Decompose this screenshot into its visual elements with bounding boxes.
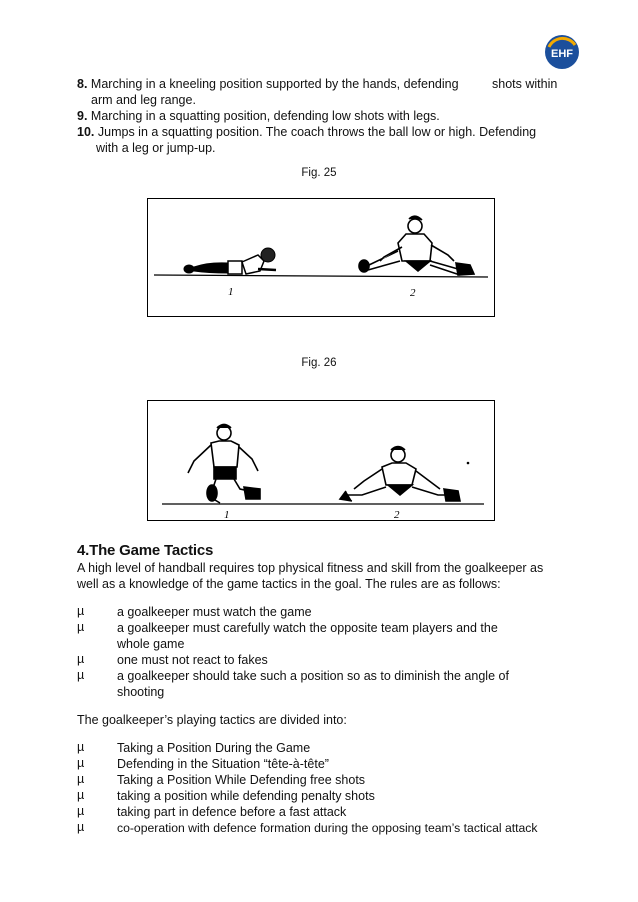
figure-caption: Fig. 25 bbox=[301, 167, 337, 179]
bullet-icon: µ bbox=[77, 652, 85, 666]
figure-26: 1 2 bbox=[147, 400, 495, 521]
bullet-icon: µ bbox=[77, 820, 85, 834]
figure-25-illustration: 1 2 bbox=[153, 215, 489, 299]
exercise-text: Marching in a squatting position, defend… bbox=[90, 109, 440, 123]
list-item: µ a goalkeeper should take such a positi… bbox=[77, 668, 509, 699]
exercise-number: 9. bbox=[77, 109, 88, 123]
exercise-8: 8. Marching in a kneeling position suppo… bbox=[77, 76, 577, 92]
section-intro-line2: well as a knowledge of the game tactics … bbox=[77, 577, 501, 591]
bullet-icon: µ bbox=[77, 772, 85, 786]
list-item: µ a goalkeeper must carefully watch the … bbox=[77, 620, 498, 651]
figure-caption: Fig. 26 bbox=[301, 357, 337, 369]
bullet-icon: µ bbox=[77, 740, 85, 754]
exercise-text: Jumps in a squatting position. The coach… bbox=[97, 125, 537, 139]
figure-kneeling-athlete bbox=[187, 423, 261, 504]
figure-26-illustration: 1 2 bbox=[162, 423, 484, 521]
bullet-icon: µ bbox=[77, 620, 85, 634]
exercise-10: 10. Jumps in a squatting position. The c… bbox=[77, 124, 617, 140]
exercise-number: 10. bbox=[77, 125, 95, 139]
figure-label: 1 bbox=[228, 286, 234, 298]
exercise-10-cont: with a leg or jump-up. bbox=[96, 141, 216, 155]
section-title: 4.The Game Tactics bbox=[77, 542, 214, 559]
exercise-text: Marching in a kneeling position supporte… bbox=[90, 77, 459, 91]
figure-crawling-athlete bbox=[183, 247, 277, 275]
figure-label: 1 bbox=[224, 509, 230, 520]
bullet-icon: µ bbox=[77, 604, 85, 618]
figure-squatting-athlete bbox=[338, 445, 461, 502]
ehf-logo: EHF bbox=[543, 33, 581, 71]
bullet-icon: µ bbox=[77, 804, 85, 818]
bullet-icon: µ bbox=[77, 756, 85, 770]
figure-label: 2 bbox=[394, 509, 400, 520]
figure-25: 1 2 bbox=[147, 198, 495, 317]
bullet-icon: µ bbox=[77, 788, 85, 802]
exercise-8-tail: shots within bbox=[492, 77, 558, 91]
exercise-9: 9. Marching in a squatting position, def… bbox=[77, 108, 597, 124]
section-intro-line1: A high level of handball requires top ph… bbox=[77, 561, 544, 575]
figure-squatting-athlete bbox=[358, 215, 476, 276]
logo-text: EHF bbox=[551, 48, 573, 60]
tactics-intro: The goalkeeper’s playing tactics are div… bbox=[77, 713, 347, 727]
exercise-8-cont: arm and leg range. bbox=[91, 93, 196, 107]
figure-label: 2 bbox=[410, 287, 416, 299]
bullet-icon: µ bbox=[77, 668, 85, 682]
exercise-number: 8. bbox=[77, 77, 88, 91]
